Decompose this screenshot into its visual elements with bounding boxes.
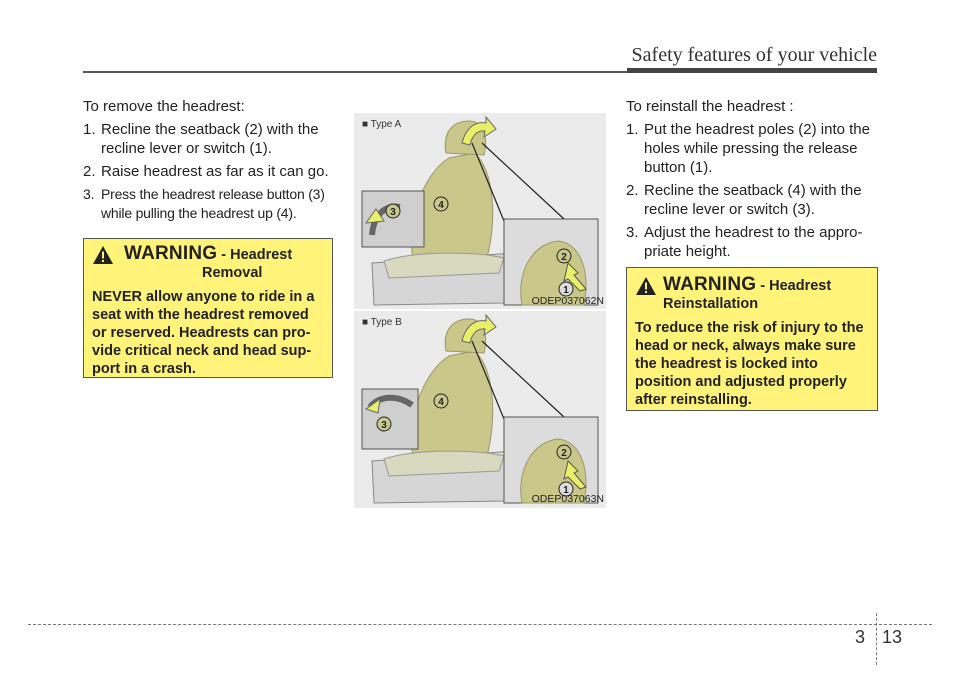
- remove-steps: 1.Recline the seatback (2) with the recl…: [83, 120, 333, 223]
- type-a-label: ■ Type A: [362, 119, 402, 130]
- svg-text:1: 1: [563, 285, 569, 296]
- remove-intro: To remove the headrest:: [83, 98, 245, 115]
- page-header-title: Safety features of your vehicle: [631, 44, 877, 66]
- svg-text:1: 1: [563, 485, 569, 496]
- warning-body-removal: NEVER allow anyone to ride in a seat wit…: [92, 289, 315, 377]
- footer-divider: [876, 613, 877, 665]
- figure-divider: [354, 309, 606, 311]
- svg-text:3: 3: [390, 207, 396, 218]
- warning-title-removal: WARNING - Headrest Removal: [92, 244, 324, 282]
- warning-icon: [93, 246, 113, 264]
- seat-illustration-b: 3 4 2 1: [361, 313, 599, 504]
- reinstall-intro: To reinstall the headrest :: [626, 98, 794, 115]
- reinstall-step: 3.Adjust the headrest to the appro-priat…: [626, 224, 863, 260]
- figure-panel-type-a: 3 4 2 1 ■ Type A ODEP037062N: [354, 113, 606, 309]
- warning-icon: [636, 277, 656, 295]
- remove-step: 2.Raise headrest as far as it can go.: [83, 163, 329, 180]
- reinstall-instructions: To reinstall the headrest : 1.Put the he…: [626, 97, 878, 265]
- remove-step: 3.Press the headrest release button (3) …: [83, 186, 325, 221]
- svg-text:3: 3: [381, 420, 387, 431]
- svg-text:4: 4: [438, 200, 444, 211]
- page-number: 13: [882, 627, 903, 647]
- warning-body-reinstallation: To reduce the risk of injury to the head…: [635, 320, 864, 408]
- callout-markers-b: 3 4 2 1: [376, 393, 574, 497]
- reinstall-steps: 1.Put the headrest poles (2) into the ho…: [626, 120, 878, 261]
- headrest-figure: 3 4 2 1 ■ Type A ODEP037062N 3: [354, 113, 606, 508]
- reinstall-step: 2.Recline the seatback (4) with the recl…: [626, 182, 862, 218]
- figure-code-a: ODEP037062N: [531, 295, 604, 307]
- header-rule-accent: [627, 68, 877, 73]
- reinstall-step: 1.Put the headrest poles (2) into the ho…: [626, 121, 870, 176]
- remove-step: 1.Recline the seatback (2) with the recl…: [83, 121, 319, 157]
- seat-illustration-a: 3 4 2 1: [361, 115, 599, 306]
- header-rule: [83, 71, 877, 73]
- callout-markers-a: 3 4 2 1: [385, 196, 574, 297]
- figure-panel-type-b: 3 4 2 1 ■ Type B ODEP037063N: [354, 311, 606, 507]
- warning-title-reinstallation: WARNING - Headrest Reinstallation: [635, 275, 869, 313]
- svg-text:2: 2: [561, 448, 567, 459]
- warning-box-reinstallation: WARNING - Headrest Reinstallation To red…: [626, 267, 878, 411]
- figure-code-b: ODEP037063N: [531, 493, 604, 505]
- section-number: 3: [855, 627, 866, 647]
- type-b-label: ■ Type B: [362, 317, 402, 328]
- svg-text:4: 4: [438, 397, 444, 408]
- warning-box-removal: WARNING - Headrest Removal NEVER allow a…: [83, 238, 333, 378]
- remove-instructions: To remove the headrest: 1.Recline the se…: [83, 97, 333, 227]
- footer-rule: [28, 624, 932, 625]
- svg-text:2: 2: [561, 252, 567, 263]
